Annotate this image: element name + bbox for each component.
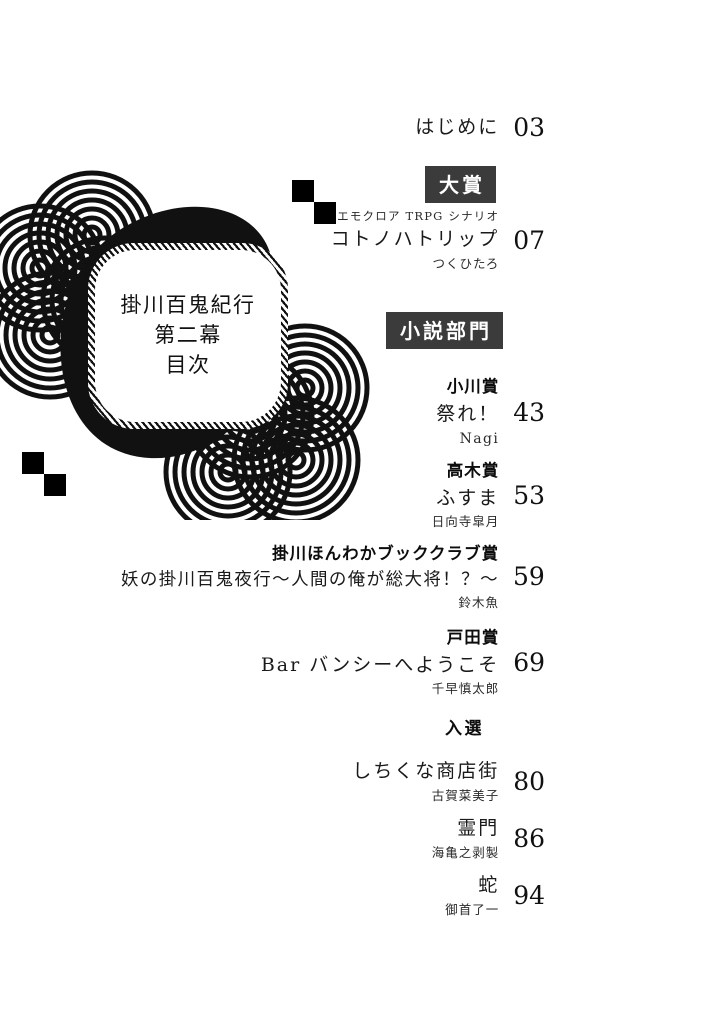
toc-entry-author: Nagi bbox=[459, 431, 500, 448]
toc-entry-title: 蛇 bbox=[478, 874, 500, 896]
toc-entry-preface[interactable]: はじめに 03 bbox=[120, 113, 556, 142]
square-accent bbox=[22, 452, 44, 474]
toc-entry-texts: しちくな商店街 古賀菜美子 bbox=[120, 757, 513, 806]
toc-entry-award: 戸田賞 bbox=[446, 628, 500, 647]
table-of-contents: はじめに 03 大賞 エモクロア TRPG シナリオ コトノハトリップ つくひた… bbox=[120, 0, 726, 1024]
toc-entry-title: 祭れ！ bbox=[436, 402, 500, 425]
toc-entry-title: はじめに bbox=[415, 116, 500, 139]
toc-entry-author: 日向寺皐月 bbox=[431, 514, 500, 530]
toc-entry-texts: 蛇 御首了一 bbox=[120, 871, 513, 920]
toc-entry-author: 御首了一 bbox=[445, 901, 500, 917]
toc-entry-author: 海亀之剥製 bbox=[431, 844, 500, 860]
book-title: 掛川百鬼紀行 bbox=[120, 293, 256, 318]
toc-entry-author: つくひたろ bbox=[432, 255, 500, 271]
toc-entry-author: 鈴木魚 bbox=[458, 594, 499, 610]
toc-entry-title: ふすま bbox=[436, 486, 500, 509]
toc-entry-author: 千早慎太郎 bbox=[431, 681, 500, 697]
toc-entry-title: 妖の掛川百鬼夜行〜人間の俺が総大将！？〜 bbox=[120, 569, 499, 590]
toc-entry-1-0[interactable]: 小川賞 祭れ！ Nagi 43 bbox=[120, 374, 556, 450]
toc-entry-1-2[interactable]: 掛川ほんわかブッククラブ賞 妖の掛川百鬼夜行〜人間の俺が総大将！？〜 鈴木魚 5… bbox=[10, 541, 556, 613]
toc-entry-title: コトノハトリップ bbox=[330, 228, 500, 251]
toc-page-number: 43 bbox=[513, 397, 546, 427]
toc-page-number: 59 bbox=[512, 562, 545, 592]
square-accent bbox=[292, 180, 314, 202]
toc-entry-texts: 高木賞 ふすま 日向寺皐月 bbox=[120, 458, 513, 532]
toc-entry-texts: 掛川ほんわかブッククラブ賞 妖の掛川百鬼夜行〜人間の俺が総大将！？〜 鈴木魚 bbox=[10, 541, 513, 613]
section-heading-selected: 入選 bbox=[445, 719, 484, 739]
toc-entry-title: 霊門 bbox=[457, 817, 500, 839]
toc-entry-1-3[interactable]: 戸田賞 Bar バンシーへようこそ 千早慎太郎 69 bbox=[120, 625, 556, 699]
toc-page-number: 03 bbox=[513, 113, 546, 142]
toc-page-number: 07 bbox=[513, 226, 546, 256]
book-volume: 第二幕 bbox=[154, 323, 222, 348]
section-heading-grand-prize: 大賞 bbox=[425, 166, 496, 203]
title-plaque-inner: 掛川百鬼紀行 第二幕 目次 bbox=[95, 250, 281, 422]
toc-entry-texts: はじめに bbox=[120, 113, 513, 142]
toc-page-number: 94 bbox=[513, 880, 546, 910]
toc-entry-0-0[interactable]: エモクロア TRPG シナリオ コトノハトリップ つくひたろ 07 bbox=[120, 208, 556, 274]
toc-entry-2-1[interactable]: 霊門 海亀之剥製 86 bbox=[120, 814, 556, 863]
toc-entry-title: Bar バンシーへようこそ bbox=[260, 653, 500, 676]
toc-entry-ruby: エモクロア TRPG シナリオ bbox=[337, 209, 500, 223]
section-heading-novel-division: 小説部門 bbox=[386, 312, 503, 349]
square-accent bbox=[44, 474, 66, 496]
toc-entry-1-1[interactable]: 高木賞 ふすま 日向寺皐月 53 bbox=[120, 458, 556, 532]
toc-entry-texts: 戸田賞 Bar バンシーへようこそ 千早慎太郎 bbox=[120, 625, 513, 699]
toc-entry-author: 古賀菜美子 bbox=[431, 787, 500, 803]
toc-page-number: 80 bbox=[513, 766, 546, 796]
toc-page-number: 69 bbox=[513, 647, 546, 677]
toc-entry-award: 掛川ほんわかブッククラブ賞 bbox=[272, 544, 499, 563]
toc-entry-award: 高木賞 bbox=[446, 461, 500, 480]
toc-entry-2-2[interactable]: 蛇 御首了一 94 bbox=[120, 871, 556, 920]
toc-entry-title: しちくな商店街 bbox=[352, 760, 500, 782]
toc-entry-texts: 小川賞 祭れ！ Nagi bbox=[120, 374, 513, 450]
toc-entry-2-0[interactable]: しちくな商店街 古賀菜美子 80 bbox=[120, 757, 556, 806]
toc-entry-award: 小川賞 bbox=[446, 377, 500, 396]
toc-entry-texts: 霊門 海亀之剥製 bbox=[120, 814, 513, 863]
toc-page-number: 86 bbox=[513, 823, 546, 853]
page-title: 目次 bbox=[165, 352, 211, 377]
square-accent bbox=[314, 202, 336, 224]
title-plaque: 掛川百鬼紀行 第二幕 目次 bbox=[88, 243, 288, 429]
toc-entry-texts: エモクロア TRPG シナリオ コトノハトリップ つくひたろ bbox=[120, 208, 513, 274]
toc-page-number: 53 bbox=[513, 480, 546, 510]
